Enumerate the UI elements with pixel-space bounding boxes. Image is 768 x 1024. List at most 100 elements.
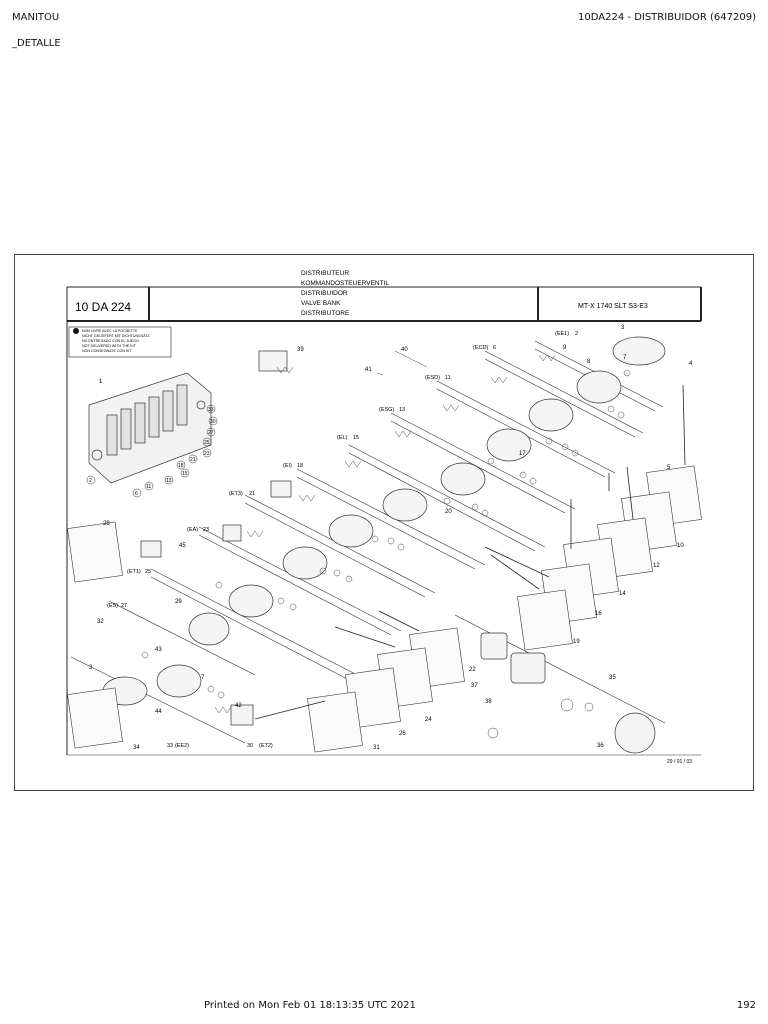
svg-text:43: 43 bbox=[155, 647, 162, 653]
assembly-callouts: 1 2 6 11 13 15 33 30 27 25 23 21 18 bbox=[86, 379, 218, 498]
title-line: DISTRIBUTEUR bbox=[301, 270, 349, 277]
svg-text:2: 2 bbox=[575, 331, 578, 337]
svg-text:11: 11 bbox=[146, 484, 151, 490]
section-label: (ET2) bbox=[259, 743, 273, 749]
svg-text:19: 19 bbox=[573, 639, 580, 645]
notice-line: NON LIVRE AVEC LA POCHETTE bbox=[82, 329, 138, 333]
svg-text:7: 7 bbox=[201, 675, 205, 681]
section-label: (ESG) bbox=[379, 407, 394, 413]
svg-text:27: 27 bbox=[121, 603, 127, 609]
svg-text:10: 10 bbox=[677, 543, 684, 549]
section-label: (EL) bbox=[337, 435, 348, 441]
section-label: (EI) bbox=[283, 463, 292, 469]
notice-line: NON CONSEGNATE CON KIT bbox=[82, 349, 132, 353]
title-lines: DISTRIBUTEUR KOMMANDOSTEUERVENTIL DISTRI… bbox=[301, 270, 389, 317]
svg-text:23: 23 bbox=[204, 451, 210, 457]
svg-text:21: 21 bbox=[249, 491, 255, 497]
svg-text:37: 37 bbox=[471, 683, 478, 689]
svg-text:12: 12 bbox=[653, 563, 660, 569]
section-label: (ET3) bbox=[229, 491, 243, 497]
section-callouts: (EE1) 2 (ECD) 6 (ESD) 11 (ESG) 13 (EL) 15 (EI… bbox=[107, 331, 578, 749]
svg-text:24: 24 bbox=[425, 717, 432, 723]
svg-text:23: 23 bbox=[203, 527, 209, 533]
svg-text:28: 28 bbox=[103, 521, 110, 527]
title-line: VALVE BANK bbox=[301, 300, 341, 307]
svg-text:11: 11 bbox=[445, 375, 451, 381]
svg-text:5: 5 bbox=[667, 465, 671, 471]
svg-text:40: 40 bbox=[401, 347, 408, 353]
svg-text:15: 15 bbox=[353, 435, 359, 441]
svg-text:15: 15 bbox=[182, 471, 188, 477]
notice-line: NO ENTREGADO CON EL JUEGO bbox=[82, 339, 139, 343]
valve-bodies bbox=[102, 336, 666, 754]
brand-label: MANITOU bbox=[12, 12, 60, 23]
svg-text:6: 6 bbox=[493, 345, 496, 351]
notice-line: NICHT GELIEFERT MIT DICHTUNGSATZ bbox=[82, 334, 151, 338]
svg-text:4: 4 bbox=[689, 361, 693, 367]
small-parts bbox=[141, 350, 631, 739]
section-label: (EE2) bbox=[175, 743, 189, 749]
detail-label: _DETALLE bbox=[12, 38, 61, 49]
drawing-date: 29 / 01 / 03 bbox=[667, 759, 692, 765]
svg-text:18: 18 bbox=[297, 463, 303, 469]
svg-text:35: 35 bbox=[609, 675, 616, 681]
svg-text:39: 39 bbox=[297, 347, 304, 353]
svg-text:26: 26 bbox=[399, 731, 406, 737]
section-label: (ES) bbox=[107, 603, 118, 609]
svg-text:32: 32 bbox=[97, 619, 104, 625]
svg-text:33: 33 bbox=[167, 743, 173, 749]
svg-text:41: 41 bbox=[365, 367, 372, 373]
svg-text:13: 13 bbox=[166, 478, 172, 484]
svg-text:30: 30 bbox=[210, 419, 216, 425]
notice-line: NOT DELIVERED WITH THE KIT bbox=[82, 344, 137, 348]
svg-text:34: 34 bbox=[133, 745, 140, 751]
svg-text:44: 44 bbox=[155, 709, 162, 715]
svg-text:6: 6 bbox=[135, 491, 138, 497]
title-line: KOMMANDOSTEUERVENTIL bbox=[301, 280, 389, 287]
section-label: (ESD) bbox=[425, 375, 440, 381]
document-title: 10DA224 - DISTRIBUIDOR (647209) bbox=[578, 12, 756, 23]
svg-text:9: 9 bbox=[563, 345, 567, 351]
svg-text:17: 17 bbox=[519, 451, 526, 457]
svg-text:3: 3 bbox=[621, 325, 625, 331]
svg-text:18: 18 bbox=[178, 463, 184, 469]
printed-timestamp: Printed on Mon Feb 01 18:13:35 UTC 2021 bbox=[204, 1000, 416, 1011]
svg-text:33: 33 bbox=[208, 407, 214, 413]
section-label: (ET1) bbox=[127, 569, 141, 575]
valve-bank-assembly bbox=[88, 372, 212, 484]
kit-label-boxes bbox=[67, 465, 702, 753]
parts-diagram-frame: 10 DA 224 MT-X 1740 SLT S3-E3 DISTRIBUTE… bbox=[14, 254, 754, 791]
bullet-icon bbox=[73, 328, 79, 334]
svg-text:27: 27 bbox=[208, 430, 214, 436]
svg-text:2: 2 bbox=[89, 478, 92, 484]
svg-text:36: 36 bbox=[597, 743, 604, 749]
exploded-parts-diagram: 10 DA 224 MT-X 1740 SLT S3-E3 DISTRIBUTE… bbox=[66, 270, 702, 765]
svg-text:31: 31 bbox=[373, 745, 380, 751]
svg-text:45: 45 bbox=[179, 543, 186, 549]
svg-text:22: 22 bbox=[469, 667, 476, 673]
section-label: (ECD) bbox=[473, 345, 488, 351]
title-line: DISTRIBUIDOR bbox=[301, 290, 348, 297]
svg-text:29: 29 bbox=[175, 599, 182, 605]
svg-text:25: 25 bbox=[204, 440, 210, 446]
svg-text:8: 8 bbox=[587, 359, 591, 365]
section-label: (EA) bbox=[187, 527, 198, 533]
section-label: (EE1) bbox=[555, 331, 569, 337]
svg-text:3: 3 bbox=[89, 665, 93, 671]
svg-text:16: 16 bbox=[595, 611, 602, 617]
model-label: MT-X 1740 SLT S3-E3 bbox=[578, 303, 648, 310]
leader-arrows bbox=[254, 384, 686, 720]
svg-text:30: 30 bbox=[247, 743, 253, 749]
svg-text:38: 38 bbox=[485, 699, 492, 705]
svg-text:25: 25 bbox=[145, 569, 151, 575]
drawing-code: 10 DA 224 bbox=[75, 300, 131, 314]
svg-text:42: 42 bbox=[235, 703, 242, 709]
svg-text:20: 20 bbox=[445, 509, 452, 515]
svg-text:14: 14 bbox=[619, 591, 626, 597]
svg-text:21: 21 bbox=[190, 457, 196, 463]
title-line: DISTRIBUTORE bbox=[301, 310, 350, 317]
svg-text:1: 1 bbox=[99, 379, 103, 385]
notice-box: NON LIVRE AVEC LA POCHETTE NICHT GELIEFE… bbox=[68, 326, 172, 358]
svg-text:13: 13 bbox=[399, 407, 405, 413]
